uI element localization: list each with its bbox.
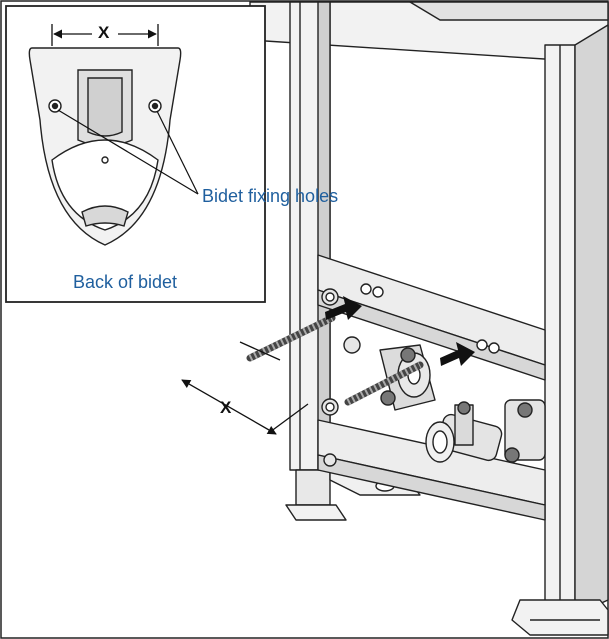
- main-dimension: [181, 341, 309, 435]
- insert-arrow-upper: [325, 296, 362, 320]
- inset-dimension: [51, 24, 159, 46]
- bidet-back-view: [28, 47, 182, 246]
- plate-hole: [360, 283, 372, 295]
- inset-dimension-label: X: [98, 23, 110, 42]
- pipework: [425, 399, 546, 463]
- left-foot: [285, 504, 347, 521]
- insertion-arrows: [325, 296, 475, 366]
- fixing-holes-label: Bidet fixing holes: [202, 186, 339, 206]
- plate-hole: [476, 339, 488, 351]
- threaded-rods: [246, 314, 424, 406]
- plate-hole: [372, 286, 384, 298]
- plate-hole: [488, 342, 500, 354]
- main-dimension-label: X: [220, 398, 232, 417]
- callout-leaders: [57, 109, 199, 195]
- inset-caption: Back of bidet: [73, 272, 178, 292]
- frame-assembly: [249, 1, 609, 636]
- right-foot: [511, 599, 609, 636]
- insert-arrow-lower: [440, 342, 475, 366]
